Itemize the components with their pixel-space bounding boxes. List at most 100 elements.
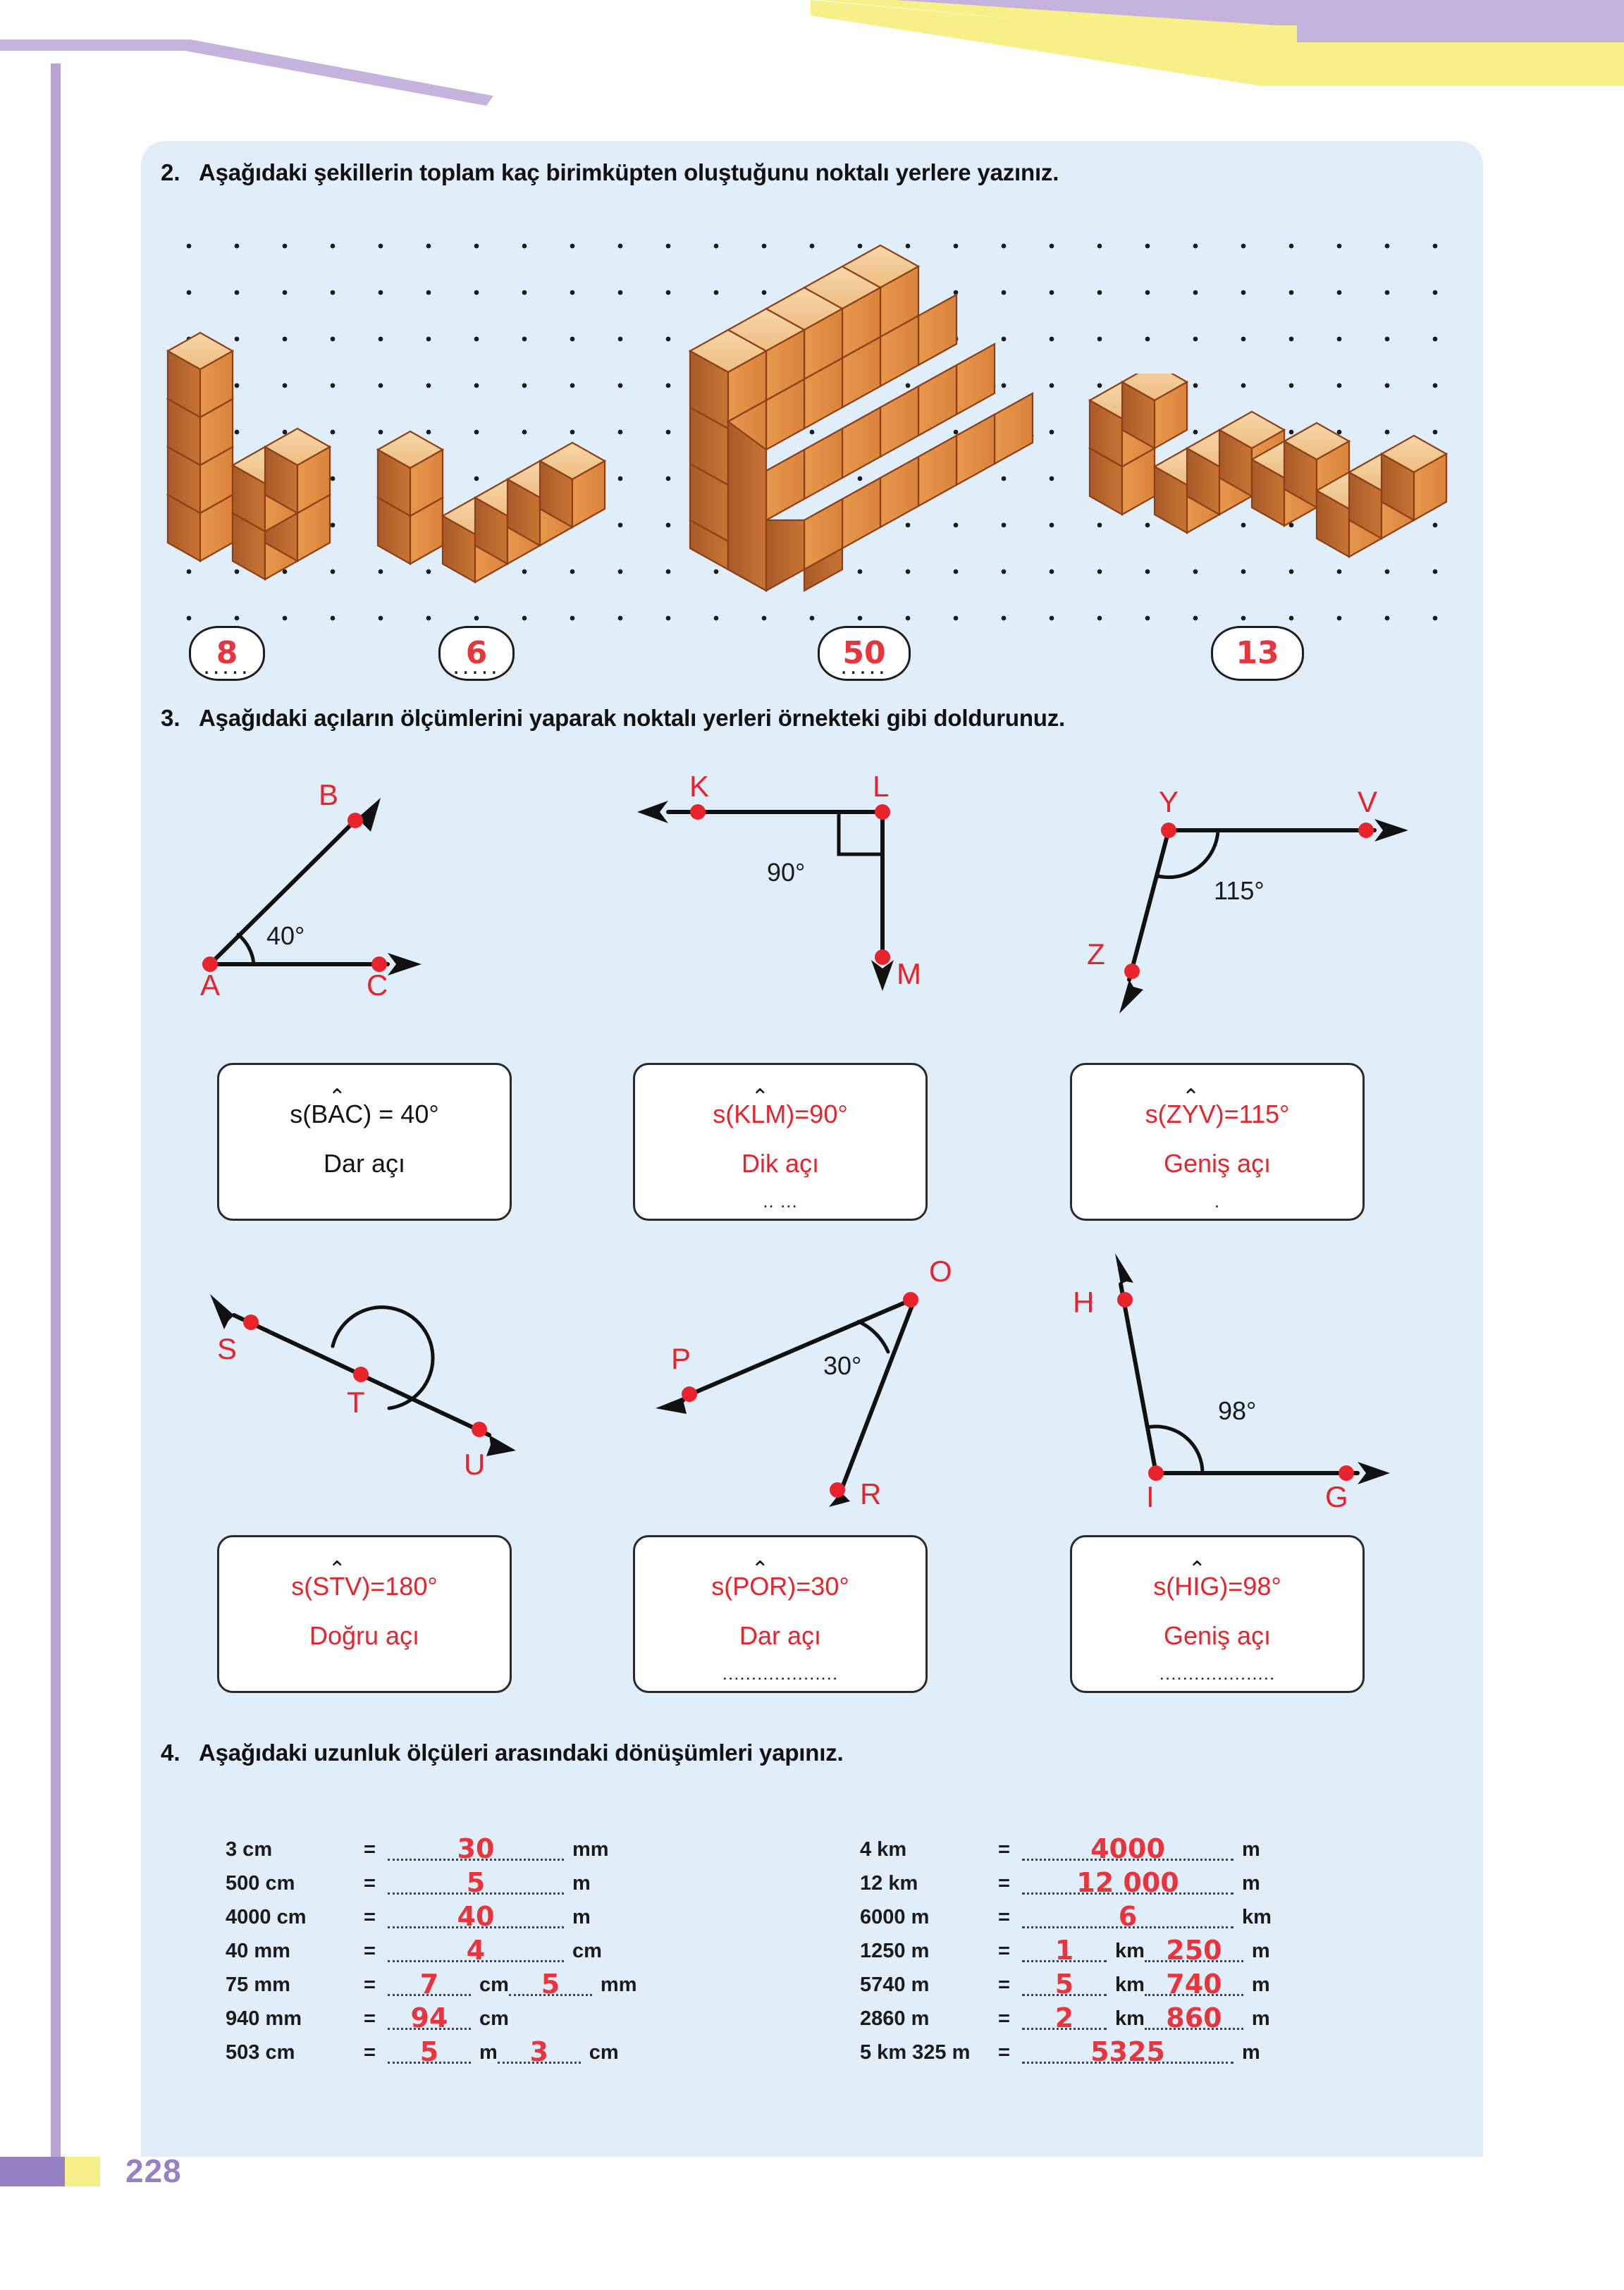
conversion-source-value: 5 km 325 m — [860, 2040, 971, 2064]
measure-prefix: s( — [291, 1572, 313, 1601]
angle-klm-label-K: K — [689, 770, 709, 803]
angle-por-measure: s( ⌃ POR )=30° — [711, 1559, 849, 1601]
angle-por-type: Dar açı — [739, 1620, 822, 1650]
conversion-target-unit: cm — [479, 1973, 509, 1996]
angle-stv-measure: s( ⌃ STV )=180° — [291, 1559, 438, 1601]
dotted-line — [1144, 2028, 1243, 2030]
cube-answer-bubble-2[interactable]: 6 ..... — [438, 626, 515, 681]
conversion-answer-value: 12 000 — [1076, 1867, 1179, 1898]
conversion-answer-blank[interactable]: 4000 — [1022, 1835, 1234, 1864]
conversion-answer-blank[interactable]: 4 — [388, 1937, 564, 1965]
conversion-answer-blank[interactable]: 30 — [388, 1835, 564, 1864]
conversion-answer-blank[interactable]: 5 — [388, 1869, 564, 1897]
dotted-line — [1144, 1994, 1243, 1996]
conversion-answer-value: 5 — [466, 1867, 486, 1898]
equals-sign: = — [364, 2040, 376, 2064]
cube-answer-bubble-1[interactable]: 8 ..... — [189, 626, 265, 681]
cube-figure-3 — [673, 227, 1068, 601]
dotted-line — [1022, 1960, 1107, 1962]
question-2-text: Aşağıdaki şekillerin toplam kaç birimküp… — [199, 159, 1059, 185]
angle-hig-label-G: G — [1325, 1480, 1348, 1513]
conversion-answer-blank[interactable]: 5 — [1022, 1971, 1107, 1999]
equals-sign: = — [364, 1973, 376, 1996]
equals-sign: = — [998, 2007, 1010, 2030]
conversion-answer-blank[interactable]: 5 — [388, 2038, 471, 2067]
dotted-line — [1022, 1859, 1234, 1861]
conversion-answer-blank[interactable]: 94 — [388, 2005, 471, 2033]
cube-answer-value-2: 6 — [465, 635, 488, 671]
angle-diagram-hig: H I G 98° — [1043, 1248, 1410, 1513]
measure-points: BAC — [311, 1100, 364, 1129]
angle-zyv-degree: 115° — [1214, 876, 1265, 905]
cube-answer-value-4: 13 — [1236, 635, 1279, 671]
conversion-target-unit: mm — [600, 1973, 637, 1996]
conversion-answer-value: 4000 — [1090, 1833, 1165, 1864]
angle-hat-icon: ⌃ — [751, 1085, 769, 1109]
conversion-answer-blank[interactable]: 860 — [1144, 2005, 1243, 2033]
conversion-target-unit: km — [1242, 1905, 1272, 1928]
conversion-answer-blank[interactable]: 1 — [1022, 1937, 1107, 1965]
conversion-target-unit: m — [1242, 2040, 1260, 2064]
conversion-answer-blank[interactable]: 5 — [508, 1971, 592, 1999]
conversion-answer-blank[interactable]: 250 — [1144, 1937, 1243, 1965]
dotted-line — [388, 1994, 471, 1996]
measure-hat-wrap: ⌃ STV — [312, 1559, 362, 1600]
conversion-answer-blank[interactable]: 2 — [1022, 2005, 1107, 2033]
conversion-answer-value: 30 — [457, 1833, 495, 1864]
angle-hig-underdots: .................... — [1159, 1663, 1276, 1685]
conversion-target-unit: km — [1115, 1939, 1145, 1962]
cube-answer-dots-1: ..... — [203, 653, 251, 680]
angle-bac-label-B: B — [319, 778, 338, 811]
angle-diagram-bac: A C B 40° — [176, 768, 571, 1002]
conversion-answer-value: 2 — [1054, 2002, 1074, 2033]
angle-klm-label-M: M — [897, 957, 921, 990]
conversion-target-unit: m — [1251, 2007, 1270, 2030]
angle-bac-label-C: C — [367, 968, 388, 1002]
conversion-source-value: 40 mm — [226, 1939, 290, 1962]
angle-answer-card-klm[interactable]: s( ⌃ KLM )=90° Dik açı .. ... — [633, 1063, 928, 1221]
angle-answer-card-stv[interactable]: s( ⌃ STV )=180° Doğru açı — [217, 1535, 512, 1693]
angle-answer-card-zyv[interactable]: s( ⌃ ZYV )=115° Geniş açı . — [1070, 1063, 1365, 1221]
angle-answer-card-por[interactable]: s( ⌃ POR )=30° Dar açı .................… — [633, 1535, 928, 1693]
conversion-source-value: 4 km — [860, 1837, 907, 1861]
cube-answer-bubble-3[interactable]: 50 ..... — [818, 626, 911, 681]
conversion-answer-blank[interactable]: 740 — [1144, 1971, 1243, 1999]
conversion-answer-blank[interactable]: 5325 — [1022, 2038, 1234, 2067]
angle-stv-type: Doğru açı — [309, 1620, 420, 1650]
conversion-answer-blank[interactable]: 40 — [388, 1903, 564, 1931]
equals-sign: = — [998, 1973, 1010, 1996]
angle-por-label-P: P — [671, 1342, 691, 1375]
equals-sign: = — [364, 1905, 376, 1928]
measure-prefix: s( — [713, 1100, 734, 1129]
angle-answer-card-bac[interactable]: s( ⌃ BAC ) = 40° Dar açı — [217, 1063, 512, 1221]
conversion-source-value: 3 cm — [226, 1837, 273, 1861]
measure-hat-wrap: ⌃ HIG — [1174, 1559, 1219, 1600]
cube-answer-value-3: 50 — [842, 635, 886, 671]
conversion-target-unit: m — [572, 1871, 591, 1895]
conversion-answer-value: 5 — [1054, 1969, 1074, 2000]
conversion-answer-value: 94 — [410, 2002, 448, 2033]
angle-bac-degree: 40° — [266, 921, 304, 950]
angle-klm-underdots: .. ... — [763, 1190, 798, 1212]
angle-stv-label-T: T — [347, 1386, 365, 1419]
dotted-line — [388, 1892, 564, 1895]
cube-answer-bubble-4[interactable]: 13 — [1211, 626, 1304, 681]
measure-prefix: s( — [711, 1572, 733, 1601]
conversion-answer-blank[interactable]: 3 — [497, 2038, 581, 2067]
conversion-answer-blank[interactable]: 12 000 — [1022, 1869, 1234, 1897]
dotted-line — [508, 1994, 592, 1996]
footer-purple-block — [0, 2157, 65, 2186]
angle-hig-type: Geniş açı — [1163, 1620, 1272, 1650]
angle-klm-measure: s( ⌃ KLM )=90° — [713, 1087, 847, 1129]
dotted-line — [388, 1859, 564, 1861]
angle-answer-card-hig[interactable]: s( ⌃ HIG )=98° Geniş açı ...............… — [1070, 1535, 1365, 1693]
measure-hat-wrap: ⌃ ZYV — [1167, 1087, 1216, 1128]
measure-suffix: )=98° — [1219, 1572, 1281, 1601]
conversion-answer-blank[interactable]: 7 — [388, 1971, 471, 1999]
conversion-answer-blank[interactable]: 6 — [1022, 1903, 1234, 1931]
conversion-answer-value: 5 — [419, 2036, 439, 2067]
